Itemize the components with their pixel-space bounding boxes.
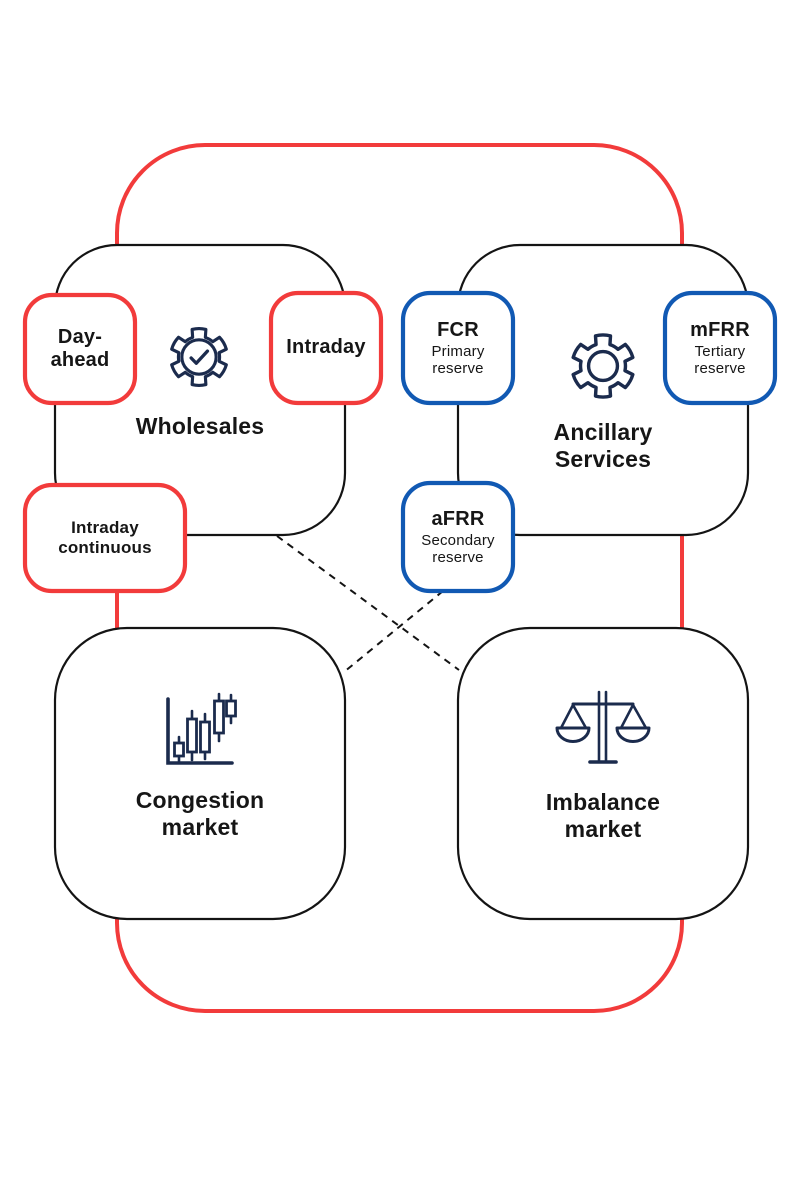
- candlestick-chart-icon: [166, 692, 237, 765]
- wholesales-label: Wholesales: [135, 412, 265, 439]
- fcr-title: FCR: [437, 318, 479, 341]
- congestion-market-label: Congestion market: [135, 787, 265, 840]
- intraday-continuous-tag-box: [22, 482, 188, 594]
- afrr-tag-box: [400, 480, 516, 594]
- ancillary-services-label: Ancillary Services: [553, 419, 653, 472]
- intraday-tag-box: [268, 290, 384, 406]
- gear-icon: [571, 333, 635, 399]
- mfrr-subtitle: Tertiary reserve: [694, 342, 746, 377]
- mfrr-label: mFRR Tertiary reserve: [665, 293, 775, 403]
- day-ahead-label: Day- ahead: [50, 325, 110, 371]
- fcr-tag-box: [400, 290, 516, 406]
- balance-scale-icon: [555, 690, 651, 764]
- afrr-title: aFRR: [431, 507, 485, 530]
- afrr-to-congestion-dashed-link: [343, 590, 444, 673]
- day-ahead-tag-box: [22, 292, 138, 406]
- congestion-market-box: [53, 626, 347, 921]
- mfrr-title: mFRR: [690, 318, 750, 341]
- fcr-label: FCR Primary reserve: [403, 293, 513, 403]
- badge-check-icon: [170, 327, 228, 387]
- intraday-label: Intraday: [286, 336, 366, 359]
- afrr-label: aFRR Secondary reserve: [403, 483, 513, 591]
- intraday-continuous-label: Intraday continuous: [58, 518, 152, 557]
- fcr-subtitle: Primary reserve: [431, 342, 485, 377]
- wholesales-to-imbalance-dashed-link: [276, 535, 460, 671]
- afrr-subtitle: Secondary reserve: [421, 531, 495, 566]
- mfrr-tag-box: [662, 290, 778, 406]
- imbalance-market-box: [456, 626, 750, 921]
- imbalance-market-label: Imbalance market: [545, 789, 661, 842]
